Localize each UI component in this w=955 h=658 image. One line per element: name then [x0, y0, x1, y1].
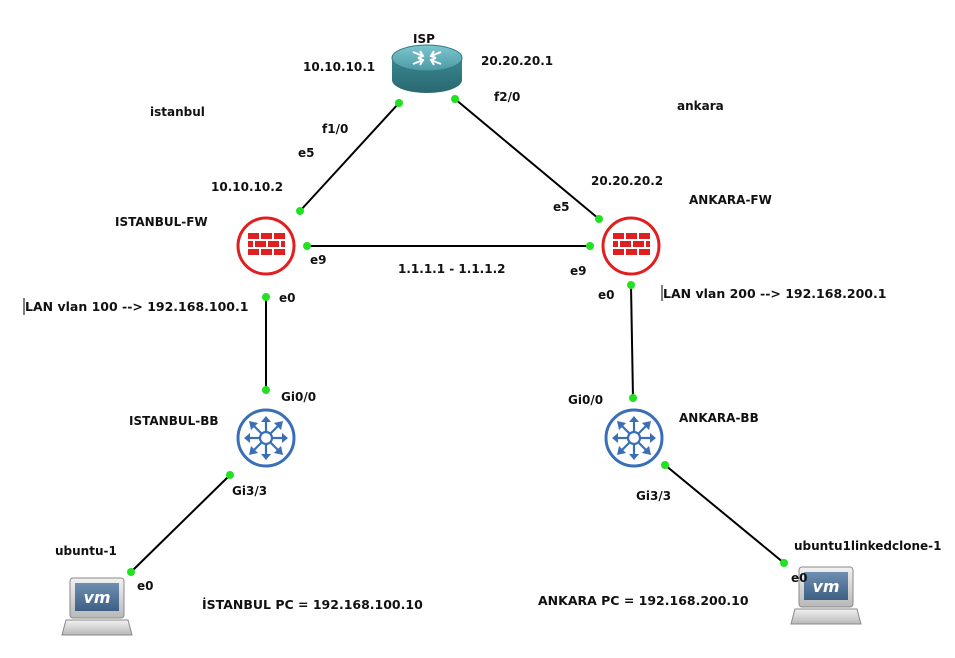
port-dot: [296, 207, 304, 215]
ankara-lan-note: LAN vlan 200 --> 192.168.200.1: [663, 286, 886, 301]
port-dot: [629, 394, 637, 402]
port-label-ubuntu-clone-e0: e0: [791, 571, 808, 585]
isp-ip-left: 10.10.10.1: [303, 60, 375, 74]
istanbul-bb-label: ISTANBUL-BB: [129, 414, 219, 428]
port-label-istanbul-fw-e9: e9: [310, 253, 327, 267]
ubuntu-clone-host[interactable]: vm: [790, 566, 862, 625]
ankara-bb[interactable]: [604, 408, 664, 468]
port-label-istanbul-fw-e0: e0: [279, 291, 296, 305]
port-label-ankara-fw-e0: e0: [598, 288, 615, 302]
ankara-bb-label: ANKARA-BB: [679, 411, 759, 425]
ankara-fw[interactable]: [601, 216, 661, 276]
switch-arrows-icon: [612, 416, 656, 460]
istanbul-lan-note: LAN vlan 100 --> 192.168.100.1: [25, 299, 248, 314]
port-label-isp-f2-0: f2/0: [494, 90, 520, 104]
link-ankara-fw-ankara-bb[interactable]: [630, 284, 634, 399]
istanbul-pc-note: İSTANBUL PC = 192.168.100.10: [202, 597, 423, 612]
port-dot: [627, 281, 635, 289]
isp-label: ISP: [413, 32, 435, 46]
keyboard-base-icon: [61, 619, 133, 636]
link-istanbul-bb-ubuntu-1[interactable]: [130, 474, 231, 573]
ubuntu-1-label: ubuntu-1: [55, 544, 117, 558]
router-arrows-icon: [412, 50, 442, 66]
ubuntu-clone-label: ubuntu1linkedclone-1: [794, 539, 942, 553]
vm-screen-label: vm: [812, 577, 839, 596]
ubuntu-1-host[interactable]: vm: [61, 577, 133, 636]
link-ankara-bb-ubuntu-clone[interactable]: [664, 464, 785, 564]
port-label-isp-f1-0: f1/0: [322, 122, 348, 136]
port-label-ubuntu-1-e0: e0: [137, 579, 154, 593]
istanbul-fw[interactable]: [236, 216, 296, 276]
fw-link-addresses: 1.1.1.1 - 1.1.1.2: [398, 262, 505, 276]
port-dots: [127, 95, 788, 576]
port-dot: [262, 293, 270, 301]
port-dot: [226, 471, 234, 479]
istanbul-fw-ip: 10.10.10.2: [211, 180, 283, 194]
port-dot: [395, 99, 403, 107]
site-label-istanbul: istanbul: [150, 105, 205, 119]
link-isp-istanbul-fw[interactable]: [299, 102, 400, 212]
port-dot: [303, 242, 311, 250]
port-dot: [661, 461, 669, 469]
port-dot: [586, 242, 594, 250]
port-dot: [127, 568, 135, 576]
port-label-ankara-fw-e5: e5: [553, 200, 570, 214]
port-dot: [780, 559, 788, 567]
port-dot: [262, 386, 270, 394]
isp-router[interactable]: [391, 44, 463, 93]
port-dot: [451, 95, 459, 103]
switch-arrows-icon: [244, 416, 288, 460]
keyboard-base-icon: [790, 608, 862, 625]
port-label-ankara-fw-e9: e9: [570, 264, 587, 278]
monitor-screen-icon: [804, 572, 848, 600]
router-icon: [391, 44, 463, 72]
port-label-istanbul-bb-gi3-3: Gi3/3: [232, 484, 267, 498]
ankara-fw-ip: 20.20.20.2: [591, 174, 663, 188]
vm-screen-label: vm: [83, 588, 110, 607]
site-label-ankara: ankara: [677, 99, 724, 113]
port-label-ankara-bb-gi3-3: Gi3/3: [636, 489, 671, 503]
firewall-bricks-icon: [248, 233, 285, 255]
port-label-istanbul-bb-gi0-0: Gi0/0: [281, 390, 316, 404]
port-label-istanbul-fw-e5: e5: [298, 146, 315, 160]
isp-ip-right: 20.20.20.1: [481, 54, 553, 68]
link-isp-ankara-fw[interactable]: [454, 98, 600, 220]
port-label-ankara-bb-gi0-0: Gi0/0: [568, 393, 603, 407]
port-dot: [595, 215, 603, 223]
ankara-pc-note: ANKARA PC = 192.168.200.10: [538, 593, 749, 608]
monitor-screen-icon: [75, 583, 119, 611]
ankara-fw-label: ANKARA-FW: [689, 193, 772, 207]
istanbul-bb[interactable]: [236, 408, 296, 468]
istanbul-fw-label: ISTANBUL-FW: [115, 215, 208, 229]
firewall-bricks-icon: [613, 233, 650, 255]
